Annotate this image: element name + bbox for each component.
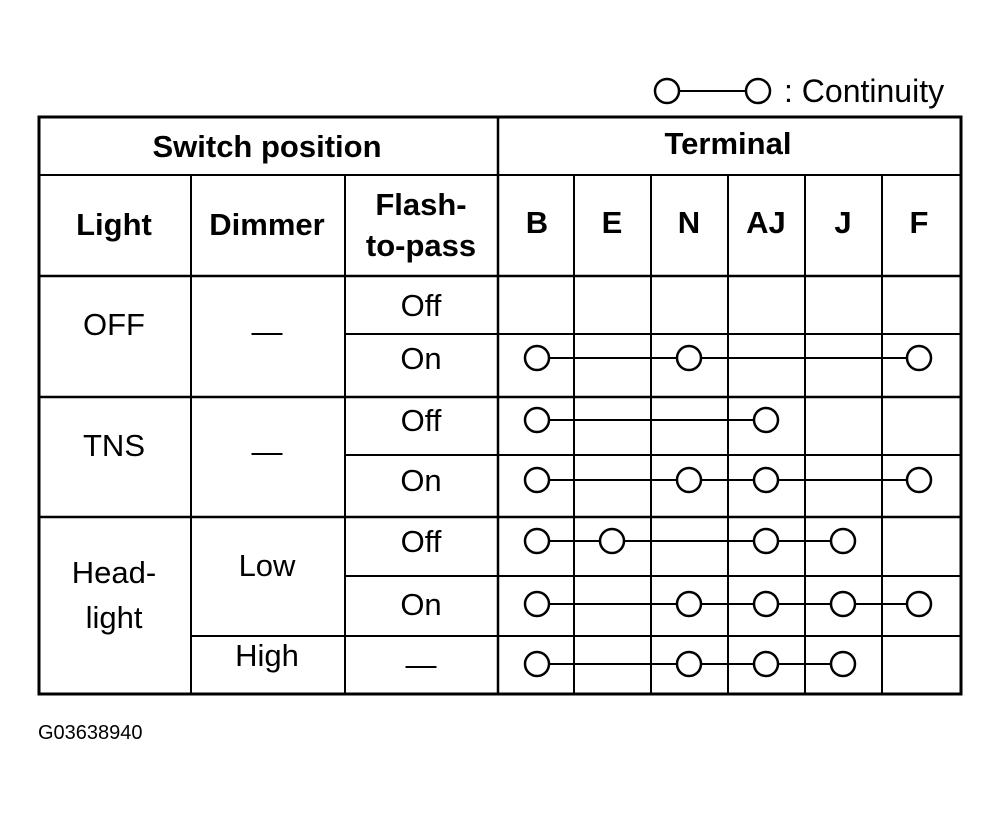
continuity-marks [523,344,933,678]
terminal-header-e: E [602,205,623,240]
continuity-circle-icon [523,344,551,372]
flash-to-pass-cell: On [400,587,441,622]
continuity-circle-icon [523,466,551,494]
table-grid [37,115,963,696]
switch-position-header: Switch position [152,129,381,164]
continuity-circle-icon [752,590,780,618]
dimmer-cell: — [252,434,283,469]
flash-to-pass-cell: Off [401,524,442,559]
light-cell: Head- [72,555,156,590]
light-cell: light [86,600,143,635]
terminal-header: Terminal [665,126,792,161]
flash-to-pass-cell: On [400,341,441,376]
flash-to-pass-header-line1: Flash- [375,187,466,222]
continuity-circle-icon [905,590,933,618]
light-cell: TNS [83,428,145,463]
continuity-circle-icon [905,466,933,494]
dimmer-cell: Low [239,548,296,583]
continuity-circle-icon [752,406,780,434]
flash-to-pass-cell: Off [401,288,442,323]
continuity-circle-icon [523,650,551,678]
flash-to-pass-cell: On [400,463,441,498]
figure-code: G03638940 [38,722,143,744]
continuity-circle-icon [752,650,780,678]
continuity-circle-icon [752,466,780,494]
terminal-headers: B E N AJ J F [526,205,929,240]
continuity-circle-icon [675,466,703,494]
table-body-text: OFFTNSHead-light——LowHighOffOnOffOnOffOn… [72,288,442,682]
dimmer-cell: — [252,314,283,349]
legend-circle-right-icon [744,77,772,105]
table-headers: Switch position Terminal Light Dimmer Fl… [76,126,791,263]
terminal-header-aj: AJ [746,205,786,240]
terminal-header-n: N [678,205,700,240]
flash-to-pass-cell: — [406,647,437,682]
legend: : Continuity [653,73,944,109]
continuity-circle-icon [523,590,551,618]
continuity-circle-icon [675,590,703,618]
terminal-header-b: B [526,205,548,240]
continuity-circle-icon [675,650,703,678]
continuity-circle-icon [829,650,857,678]
continuity-circle-icon [675,344,703,372]
flash-to-pass-header-line2: to-pass [366,228,476,263]
terminal-header-j: J [834,205,851,240]
dimmer-header: Dimmer [209,207,324,242]
terminal-header-f: F [910,205,929,240]
flash-to-pass-cell: Off [401,403,442,438]
table-border [37,115,963,696]
legend-text: : Continuity [784,73,944,109]
continuity-circle-icon [829,527,857,555]
legend-circle-left-icon [653,77,681,105]
light-header: Light [76,207,152,242]
light-cell: OFF [83,307,145,342]
continuity-circle-icon [829,590,857,618]
continuity-circle-icon [523,406,551,434]
dimmer-cell: High [235,638,299,673]
continuity-circle-icon [905,344,933,372]
continuity-circle-icon [523,527,551,555]
continuity-circle-icon [598,527,626,555]
continuity-circle-icon [752,527,780,555]
